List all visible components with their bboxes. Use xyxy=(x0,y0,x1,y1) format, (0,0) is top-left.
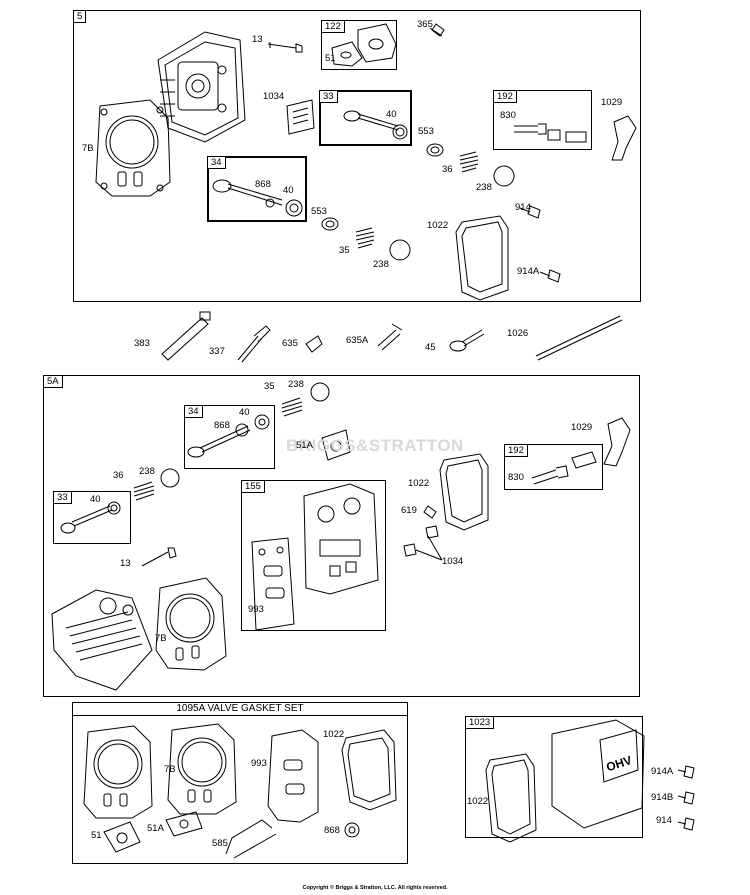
part-label-40: 40 xyxy=(386,109,397,120)
part-label-238: 238 xyxy=(476,182,492,193)
part-label-1022: 1022 xyxy=(427,220,449,231)
brand-watermark: BRIGGS&STRATTON xyxy=(286,436,464,455)
part-label-35: 35 xyxy=(339,245,350,256)
gasket-set-frame xyxy=(72,702,408,864)
section-5a-tag: 5A xyxy=(43,375,63,388)
part-label-993: 993 xyxy=(248,604,264,615)
part-label-868: 868 xyxy=(324,825,340,836)
subbox-192-upper-tag: 192 xyxy=(493,90,517,103)
part-label-1034: 1034 xyxy=(263,91,285,102)
part-label-7b: 7B xyxy=(82,143,94,154)
subbox-122-tag: 122 xyxy=(321,20,345,33)
subbox-33-lower xyxy=(53,491,131,544)
part-label-619: 619 xyxy=(401,505,417,516)
part-label-383: 383 xyxy=(134,338,150,349)
subbox-122 xyxy=(321,20,397,70)
part-label-36: 36 xyxy=(442,164,453,175)
subbox-33-upper-tag: 33 xyxy=(319,90,338,103)
part-label-914a: 914A xyxy=(517,266,540,277)
part-label-1029: 1029 xyxy=(571,422,593,433)
part-label-830: 830 xyxy=(500,110,516,121)
gasket-set-title-bar xyxy=(72,702,408,716)
subbox-34-upper-tag: 34 xyxy=(207,156,226,169)
part-label-914: 914 xyxy=(515,202,531,213)
part-label-1026: 1026 xyxy=(507,328,529,339)
part-label-238: 238 xyxy=(373,259,389,270)
part-label-238: 238 xyxy=(288,379,304,390)
part-label-51: 51 xyxy=(325,53,336,64)
cylinder-head-illustration-lower xyxy=(51,589,153,691)
part-label-830: 830 xyxy=(508,472,524,483)
part-label-40: 40 xyxy=(239,407,250,418)
part-label-553: 553 xyxy=(418,126,434,137)
part-label-993: 993 xyxy=(251,758,267,769)
section-5a-frame xyxy=(43,375,640,697)
part-label-40: 40 xyxy=(283,185,294,196)
part-label-553: 553 xyxy=(311,206,327,217)
part-label-238: 238 xyxy=(139,466,155,477)
part-label-914a: 914A xyxy=(651,766,674,777)
part-label-35: 35 xyxy=(264,381,275,392)
part-label-1034: 1034 xyxy=(442,556,464,567)
section-5-frame xyxy=(73,10,641,302)
subbox-33-lower-tag: 33 xyxy=(53,491,72,504)
part-label-337: 337 xyxy=(209,346,225,357)
subbox-34-lower-tag: 34 xyxy=(184,405,203,418)
part-label-51: 51 xyxy=(91,830,102,841)
part-label-868: 868 xyxy=(214,420,230,431)
part-label-914: 914 xyxy=(656,815,672,826)
cylinder-head-illustration-upper xyxy=(157,31,246,143)
part-label-36: 36 xyxy=(113,470,124,481)
part-label-1022: 1022 xyxy=(323,729,345,740)
part-label-868: 868 xyxy=(255,179,271,190)
part-label-1022: 1022 xyxy=(467,796,489,807)
subbox-33-upper xyxy=(319,90,412,146)
subbox-34-upper xyxy=(207,156,307,222)
subbox-155 xyxy=(241,480,386,631)
part-label-40: 40 xyxy=(90,494,101,505)
part-label-7b: 7B xyxy=(155,633,167,644)
section-5-tag: 5 xyxy=(73,10,87,23)
copyright-notice: Copyright © Briggs & Stratton, LLC. All … xyxy=(302,885,448,891)
part-label-365: 365 xyxy=(417,19,433,30)
part-label-13: 13 xyxy=(252,34,263,45)
subbox-192-lower xyxy=(504,444,603,490)
section-1023-frame xyxy=(465,716,643,838)
part-label-51a: 51A xyxy=(296,440,313,451)
part-label-635a: 635A xyxy=(346,335,369,346)
part-label-45: 45 xyxy=(425,342,436,353)
part-label-13: 13 xyxy=(120,558,131,569)
part-label-7b: 7B xyxy=(164,764,176,775)
part-label-1022: 1022 xyxy=(408,478,430,489)
part-label-51a: 51A xyxy=(147,823,164,834)
part-label-585: 585 xyxy=(212,838,228,849)
part-label-635: 635 xyxy=(282,338,298,349)
subbox-192-upper xyxy=(493,90,592,150)
subbox-34-lower xyxy=(184,405,275,469)
section-1023-tag: 1023 xyxy=(465,716,495,729)
part-label-914b: 914B xyxy=(651,792,674,803)
gasket-set-title: 1095A VALVE GASKET SET xyxy=(176,703,304,714)
subbox-192-lower-tag: 192 xyxy=(504,444,528,457)
subbox-155-tag: 155 xyxy=(241,480,265,493)
part-label-1029: 1029 xyxy=(601,97,623,108)
